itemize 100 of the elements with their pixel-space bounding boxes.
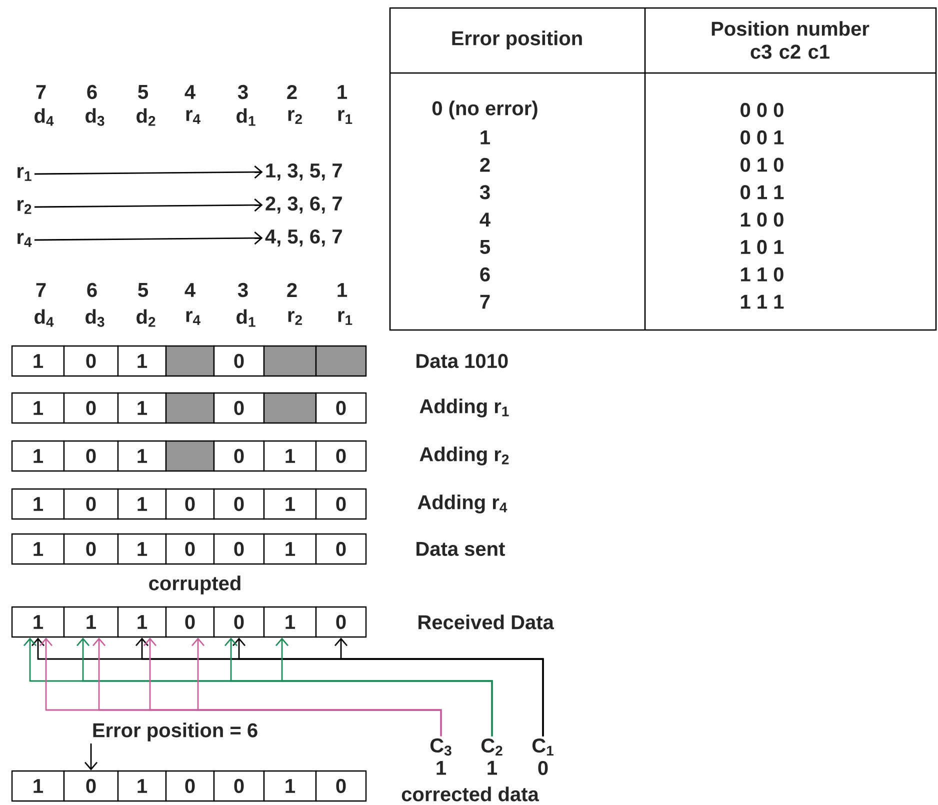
table-header: Error position bbox=[452, 30, 582, 50]
arrow bbox=[275, 638, 493, 736]
bit-name: r$_{4}$ bbox=[186, 110, 200, 124]
bit-position-number: 4 bbox=[184, 283, 196, 297]
bit-position-number: 1 bbox=[338, 283, 348, 297]
check-bit-label: C$_{1}$ bbox=[532, 738, 554, 756]
bit-cell: 0 bbox=[63, 345, 119, 377]
bit-name: r$_{2}$ bbox=[288, 110, 302, 124]
bit-position-number: 5 bbox=[138, 283, 148, 297]
bit-cell: 1 bbox=[263, 488, 317, 520]
bit-name: d$_{3}$ bbox=[86, 108, 104, 126]
bit-position-number: 7 bbox=[36, 283, 46, 297]
table-header: Position number c3 c2 c1 bbox=[712, 21, 870, 59]
bit-cell: 1 bbox=[263, 533, 317, 565]
bit-cell bbox=[263, 345, 317, 377]
annotation: corrupted bbox=[149, 576, 240, 594]
bit-cell: 0 bbox=[315, 606, 367, 638]
bit-cell: 0 bbox=[165, 488, 215, 520]
table-entry: 3 bbox=[480, 185, 490, 200]
table-entry: 6 bbox=[480, 267, 490, 282]
bit-cell: 0 bbox=[63, 770, 119, 802]
bit-cell: 1 bbox=[11, 345, 65, 377]
row-caption: Data sent bbox=[416, 542, 505, 556]
bit-name: d$_{2}$ bbox=[136, 108, 156, 126]
bit-cell: 1 bbox=[263, 440, 317, 472]
position-list: 1, 3, 5, 7 bbox=[266, 163, 342, 181]
bit-cell bbox=[165, 345, 215, 377]
bit-cell: 0 bbox=[315, 392, 367, 424]
table-entry: 1 0 0 bbox=[741, 212, 784, 227]
bit-position-number: 3 bbox=[238, 84, 248, 100]
check-bit-value: 0 bbox=[538, 760, 548, 776]
bit-cell bbox=[263, 392, 317, 424]
table-entry: 0 1 0 bbox=[740, 158, 784, 172]
table-entry: 0 0 0 bbox=[740, 102, 784, 118]
bit-cell bbox=[315, 345, 367, 377]
bit-cell: 1 bbox=[117, 606, 167, 638]
bit-name: d$_{4}$ bbox=[34, 309, 54, 327]
table-entry: 0 0 1 bbox=[740, 130, 784, 144]
table-entry: 1 1 1 bbox=[741, 294, 784, 309]
bit-cell: 0 bbox=[63, 440, 119, 472]
arrow bbox=[334, 638, 544, 736]
table-entry: 7 bbox=[480, 294, 490, 309]
check-bit-value: 1 bbox=[436, 761, 446, 775]
bit-cell: 0 bbox=[63, 392, 119, 424]
bit-cell: 0 bbox=[315, 533, 367, 565]
bit-cell: 1 bbox=[263, 770, 317, 802]
bit-name: d$_{1}$ bbox=[236, 108, 256, 126]
bit-cell: 0 bbox=[213, 770, 265, 802]
bit-cell: 1 bbox=[11, 606, 65, 638]
bit-cell: 1 bbox=[117, 533, 167, 565]
bit-cell: 1 bbox=[11, 770, 65, 802]
bit-cell: 0 bbox=[213, 440, 265, 472]
arrow bbox=[191, 638, 442, 736]
parity-bit-label: r$_{4}$ bbox=[18, 233, 32, 247]
parity-bit-label: r$_{1}$ bbox=[18, 167, 32, 181]
bit-name: d$_{4}$ bbox=[34, 108, 54, 126]
bit-cell: 1 bbox=[117, 440, 167, 472]
row-caption: Received Data bbox=[418, 614, 554, 630]
bit-cell: 0 bbox=[165, 606, 215, 638]
row-caption: Adding r$_{4}$ bbox=[418, 494, 508, 514]
bit-cell: 1 bbox=[11, 392, 65, 424]
bit-cell: 0 bbox=[213, 606, 265, 638]
position-list: 2, 3, 6, 7 bbox=[266, 196, 342, 214]
bit-cell bbox=[165, 440, 215, 472]
bit-cell: 0 bbox=[315, 770, 367, 802]
bit-cell: 0 bbox=[213, 392, 265, 424]
bit-name: r$_{1}$ bbox=[338, 110, 352, 124]
row-caption: corrected data bbox=[402, 786, 539, 802]
arrow bbox=[84, 744, 98, 770]
row-caption: Data 1010 bbox=[416, 354, 508, 368]
bit-position-number: 3 bbox=[238, 282, 248, 298]
bit-cell: 1 bbox=[11, 440, 65, 472]
bit-cell: 1 bbox=[117, 770, 167, 802]
bit-position-number: 4 bbox=[184, 85, 196, 99]
check-bit-label: C$_{3}$ bbox=[430, 738, 452, 756]
bit-name: r$_{4}$ bbox=[186, 311, 200, 325]
bit-position-number: 7 bbox=[36, 85, 46, 99]
bit-name: d$_{2}$ bbox=[136, 309, 156, 327]
table-entry: 5 bbox=[480, 240, 490, 254]
bit-position-number: 6 bbox=[87, 84, 97, 100]
table-entry: 0 1 1 bbox=[740, 185, 784, 200]
bit-name: r$_{2}$ bbox=[288, 311, 302, 325]
bit-name: d$_{1}$ bbox=[236, 309, 256, 327]
bit-position-number: 6 bbox=[87, 282, 97, 298]
row-caption: Adding r$_{1}$ bbox=[420, 398, 509, 418]
bit-position-number: 5 bbox=[138, 85, 148, 99]
check-bit-label: C$_{2}$ bbox=[481, 738, 502, 756]
bit-cell: 0 bbox=[63, 533, 119, 565]
table-entry: 1 0 1 bbox=[741, 240, 784, 254]
bit-cell: 1 bbox=[263, 606, 317, 638]
bit-cell: 0 bbox=[63, 488, 119, 520]
bit-position-number: 2 bbox=[287, 85, 297, 99]
bit-cell: 0 bbox=[315, 488, 367, 520]
parity-bit-label: r$_{2}$ bbox=[18, 200, 32, 214]
bit-cell bbox=[165, 392, 215, 424]
arrow bbox=[34, 198, 263, 212]
position-list: 4, 5, 6, 7 bbox=[265, 229, 342, 247]
table-entry: 2 bbox=[480, 158, 490, 172]
bit-cell: 1 bbox=[11, 488, 65, 520]
bit-cell: 1 bbox=[117, 392, 167, 424]
